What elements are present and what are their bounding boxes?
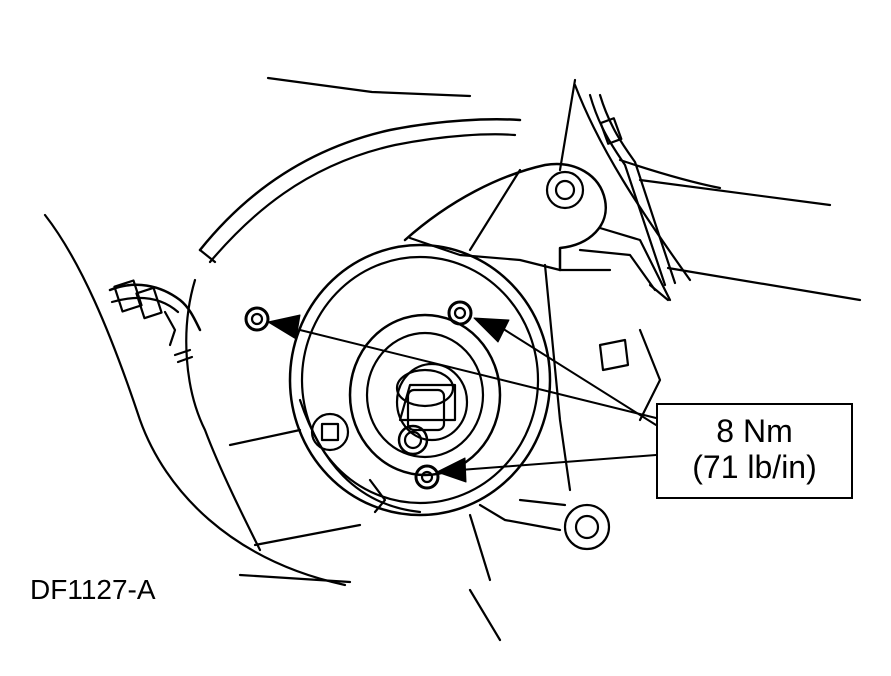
fastener-lower bbox=[414, 464, 440, 490]
torque-metric: 8 Nm bbox=[716, 413, 793, 449]
background-linework bbox=[43, 76, 862, 642]
figure-id: DF1127-A bbox=[30, 574, 156, 605]
arrowheads bbox=[267, 314, 510, 483]
hub-bearing bbox=[348, 313, 502, 477]
leader-lines bbox=[299, 329, 657, 471]
brake-hose bbox=[108, 279, 202, 364]
torque-callout: 8 Nm (71 lb/in) bbox=[656, 403, 853, 499]
steering-knuckle bbox=[403, 162, 672, 582]
brake-line-right bbox=[588, 93, 677, 302]
lower-bolt bbox=[310, 412, 350, 452]
spindle bbox=[397, 388, 446, 456]
fastener-upper-right bbox=[447, 300, 473, 326]
fastener-upper-left bbox=[244, 306, 270, 332]
dust-shield bbox=[185, 118, 522, 552]
torque-imperial: (71 lb/in) bbox=[692, 449, 817, 485]
hub-flange bbox=[288, 243, 552, 517]
